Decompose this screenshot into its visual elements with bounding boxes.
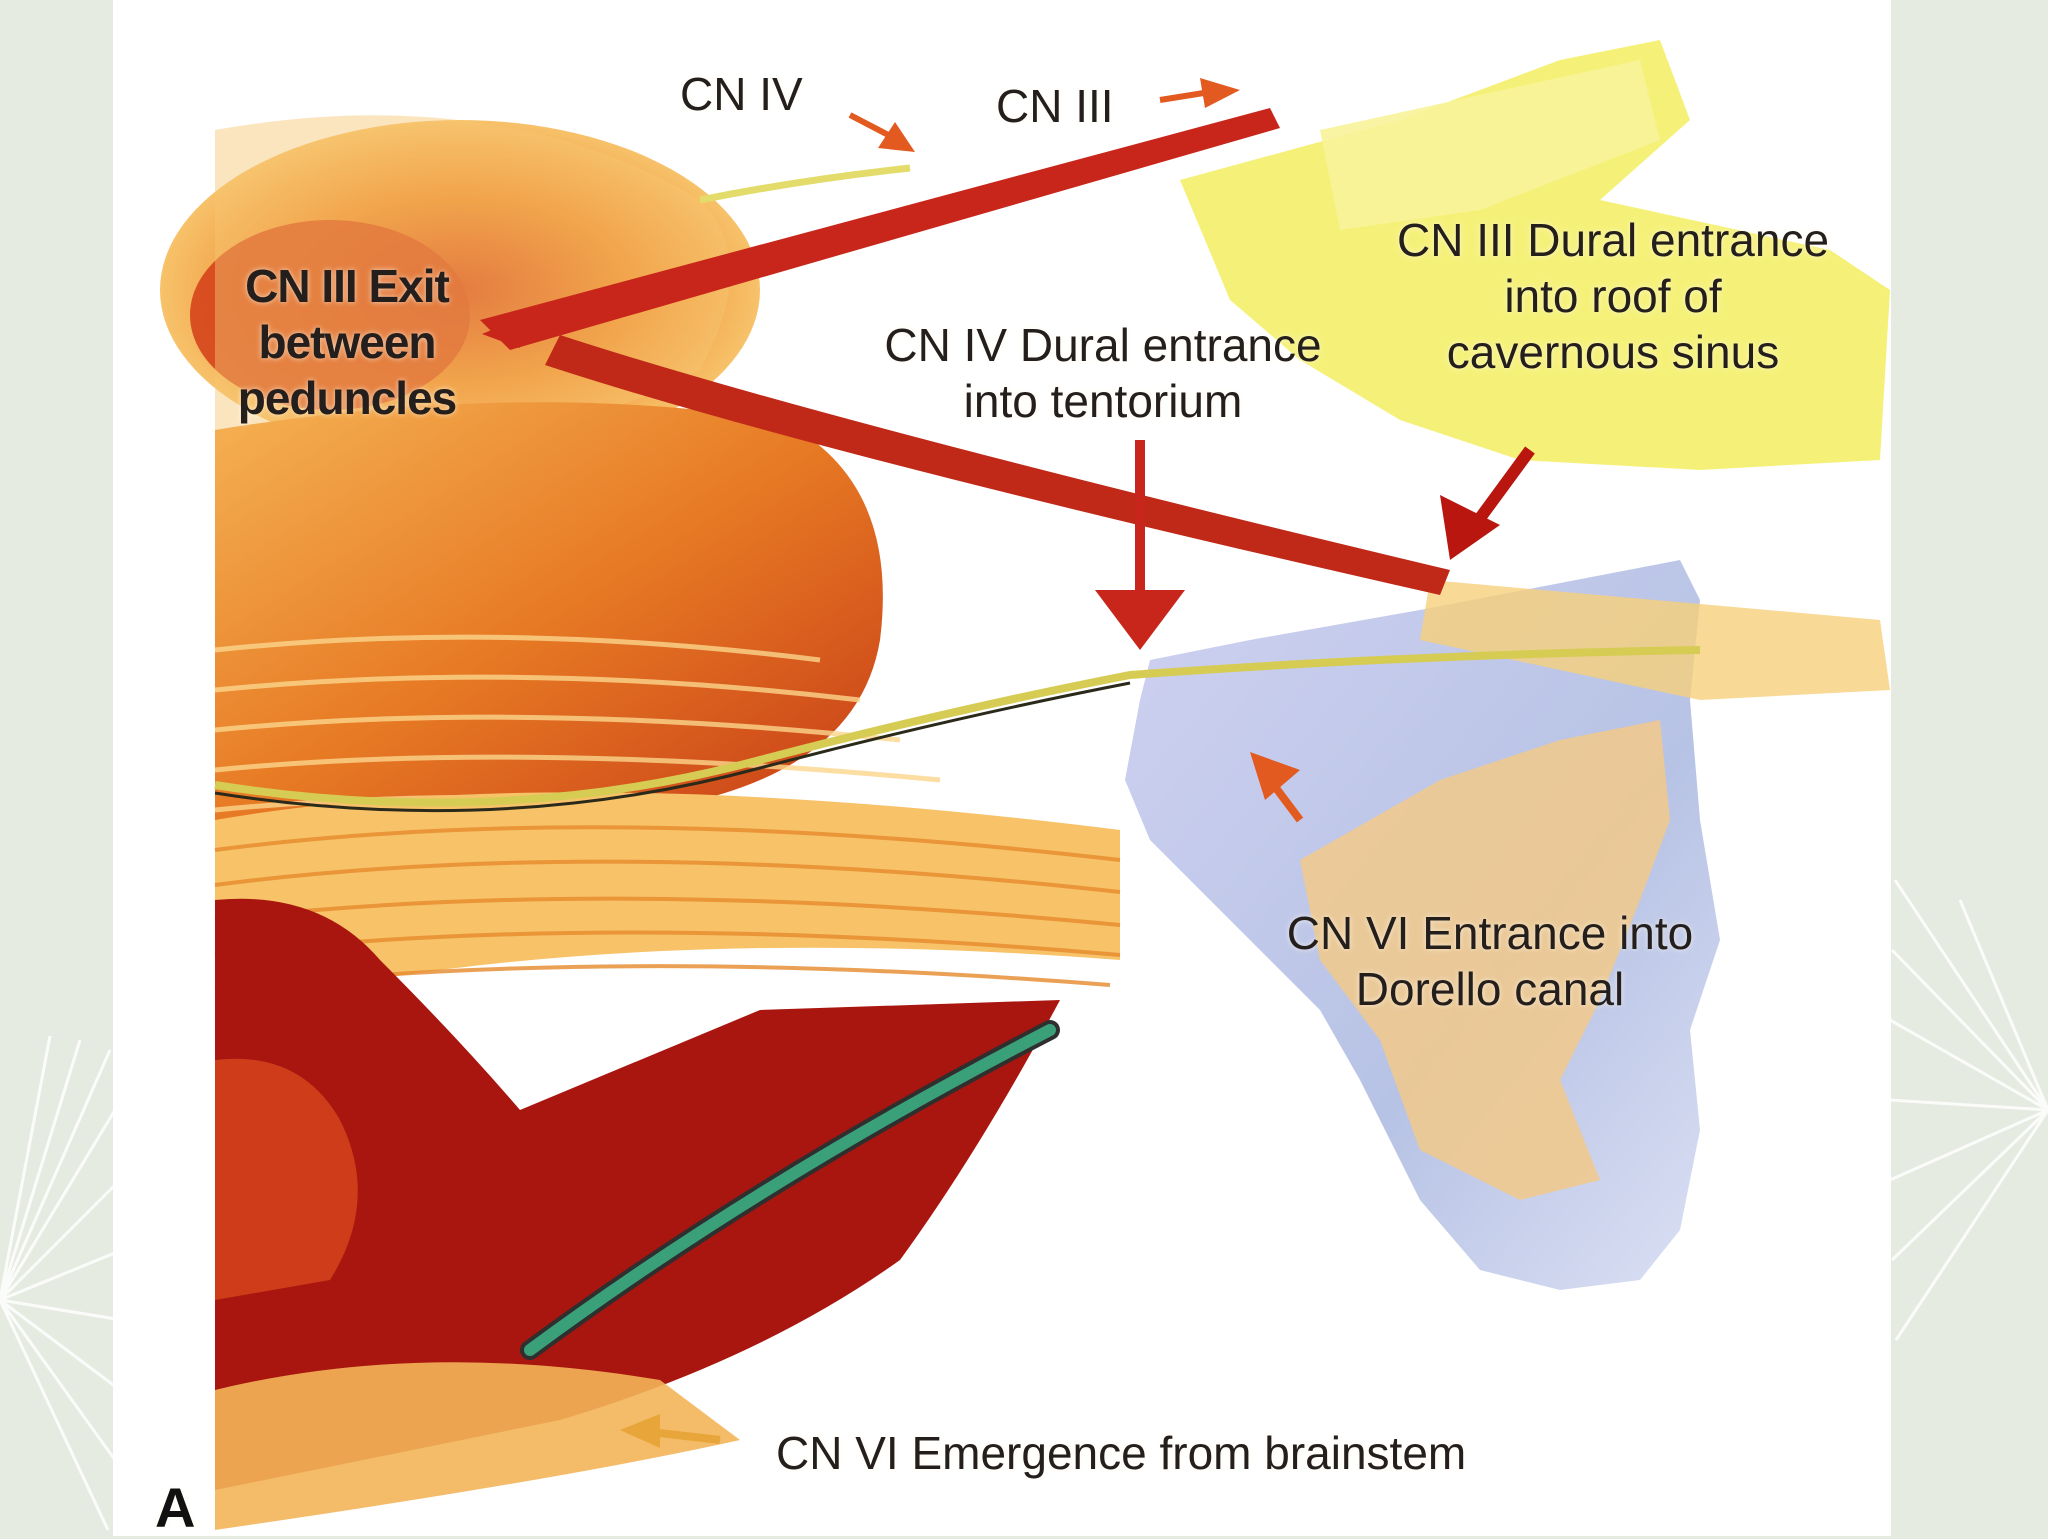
dura-fold (1420, 580, 1890, 700)
label-cn-iii-exit: CN III Exit between peduncles (237, 260, 458, 424)
label-cn-iv-dural: CN IV Dural entrance into tentorium (884, 319, 1322, 427)
label-cn-iii-dural: CN III Dural entrance into roof of caver… (1396, 214, 1830, 378)
sunburst-decoration-right (1889, 879, 2048, 1341)
cn-iii-nerve-lower (545, 335, 1450, 595)
label-cn-iv: CN IV (680, 68, 803, 120)
cn-iv-nerve-outline (214, 681, 1131, 813)
cavernous-sinus-highlight (1320, 60, 1660, 230)
brainstem-base (215, 1362, 740, 1530)
label-cn-vi-emergence: CN VI Emergence from brainstem (776, 1427, 1467, 1479)
arrow-cn-iii-dural (1440, 446, 1535, 560)
arrow-cn-iii (1159, 78, 1240, 108)
petrous-apex (1300, 720, 1670, 1200)
cn-iv-nerve-tentorial (214, 646, 1701, 807)
arrow-cn-vi-dorello (1250, 752, 1304, 823)
cerebellar-fiber-lines (214, 825, 1121, 992)
arrow-cn-iv-dural (1095, 440, 1185, 650)
sunburst-decoration-left (0, 1035, 123, 1531)
cerebellar-fibers (215, 792, 1120, 1010)
arrow-cn-iv (848, 112, 915, 152)
medulla-highlight (215, 1058, 358, 1300)
label-cn-iii: CN III (996, 80, 1114, 132)
cn-iv-nerve (699, 164, 911, 204)
panel-letter: A (155, 1476, 196, 1539)
arrow-cn-vi-emergence (620, 1414, 721, 1448)
peduncle-core (190, 220, 470, 410)
label-cn-vi-dorello: CN VI Entrance into Dorello canal (1286, 907, 1694, 1015)
pons-fibers (214, 634, 981, 823)
cn-vi-nerve-fill (524, 1024, 1056, 1356)
cn-iii-nerve (480, 108, 1280, 350)
medulla (215, 898, 1060, 1490)
arrow-cn-iii-exit (482, 318, 520, 348)
